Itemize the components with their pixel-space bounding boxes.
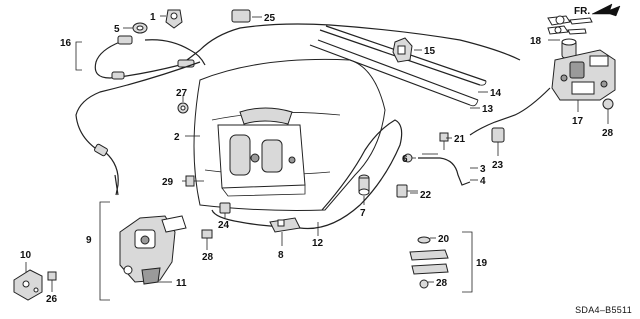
arrow-icon	[591, 3, 621, 17]
part-10-plate	[13, 269, 43, 301]
diagram-code: SDA4–B5511	[575, 305, 632, 315]
trunk-lid	[193, 58, 386, 211]
part-24-clip	[219, 202, 231, 214]
callout-8: 8	[278, 250, 284, 261]
part-21-bolt	[439, 132, 449, 150]
callout-10: 10	[20, 250, 32, 261]
part-28-bolt-middle	[201, 229, 213, 246]
callout-24: 24	[218, 220, 230, 231]
part-3-4-hinge	[418, 157, 471, 186]
part-27-nut	[177, 102, 189, 114]
callout-labels: 1 2 3 4 5 6 7 8 9 10 11 12 13 14 15 16 1…	[20, 12, 614, 305]
part-5-grommet	[132, 22, 148, 34]
part-26-bolt	[47, 271, 57, 290]
part-19-group-bracket	[462, 231, 473, 293]
callout-25: 25	[264, 13, 276, 24]
callout-28-middle: 28	[202, 252, 214, 263]
callout-21: 21	[454, 134, 466, 145]
release-cable	[75, 23, 521, 196]
callout-5: 5	[114, 24, 120, 35]
part-17-lock-assembly	[551, 49, 616, 101]
part-22-bolt	[396, 184, 418, 198]
callout-26: 26	[46, 294, 58, 305]
part-9-latch-assembly	[119, 215, 187, 285]
part-25-pad	[231, 9, 251, 23]
callout-27: 27	[176, 88, 188, 99]
latch-cable	[469, 87, 551, 136]
part-15-bracket	[392, 37, 413, 63]
callout-28-group: 28	[436, 278, 448, 289]
part-23-clip	[491, 127, 505, 150]
callout-14: 14	[490, 88, 502, 99]
leader-lines	[25, 15, 609, 292]
callout-19: 19	[476, 258, 488, 269]
part-19-assembly	[409, 236, 449, 289]
front-direction-indicator: FR.	[574, 3, 621, 17]
callout-1: 1	[150, 12, 156, 23]
callout-17: 17	[572, 116, 584, 127]
callout-7: 7	[360, 208, 366, 219]
callout-28-right: 28	[602, 128, 614, 139]
part-28-bolt-right	[602, 98, 614, 118]
callout-13: 13	[482, 104, 494, 115]
callout-15: 15	[424, 46, 436, 57]
callout-29: 29	[162, 177, 174, 188]
part-1-clip	[165, 9, 183, 29]
callout-18: 18	[530, 36, 542, 47]
part-7-bumper	[358, 174, 370, 196]
callout-9: 9	[86, 235, 92, 246]
callout-23: 23	[492, 160, 504, 171]
callout-3: 3	[480, 164, 486, 175]
callout-4: 4	[480, 176, 486, 187]
part-8-striker	[269, 217, 301, 233]
callout-22: 22	[420, 190, 432, 201]
callout-16: 16	[60, 38, 72, 49]
callout-2: 2	[174, 132, 180, 143]
part-9-group-bracket	[99, 201, 110, 301]
front-direction-label: FR.	[574, 6, 590, 17]
callout-20: 20	[438, 234, 450, 245]
callout-6: 6	[402, 154, 408, 165]
callout-12: 12	[312, 238, 324, 249]
part-18-cylinder-keys	[547, 15, 593, 59]
callout-11: 11	[176, 278, 187, 289]
trunk-weatherstrip	[211, 119, 403, 230]
